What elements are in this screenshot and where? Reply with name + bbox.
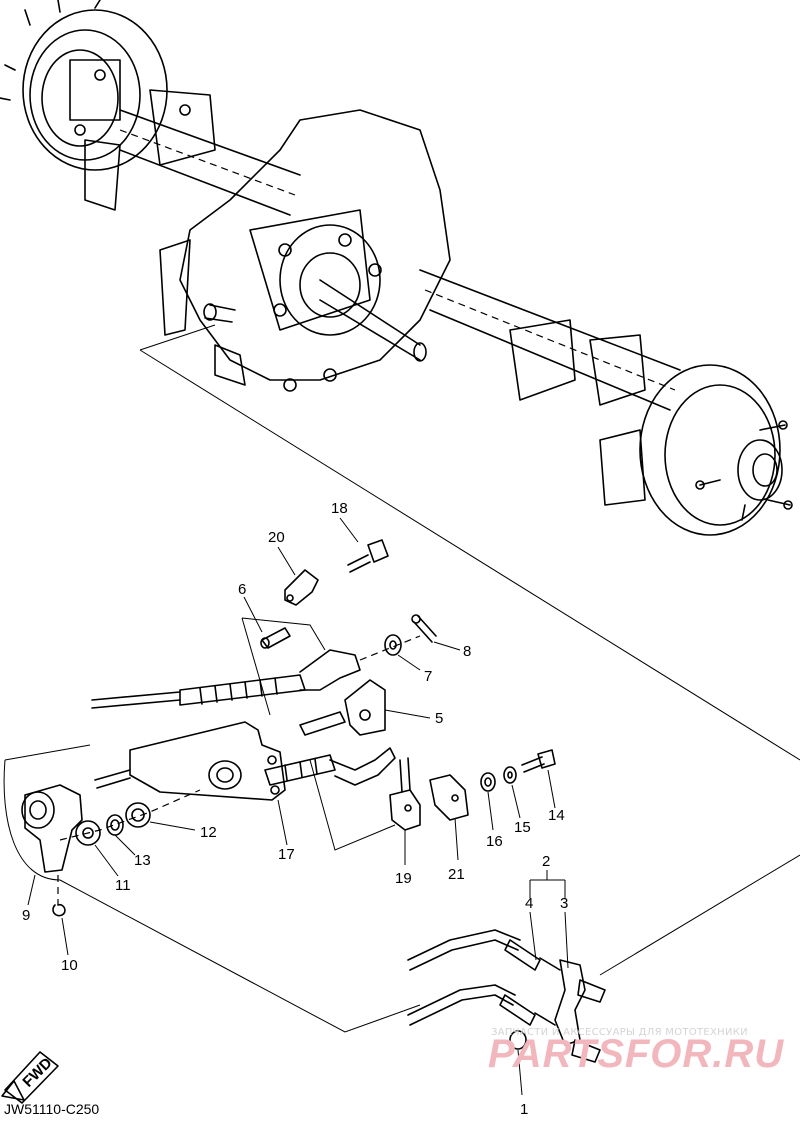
callout-2: 2	[542, 853, 550, 870]
callout-16: 16	[486, 833, 503, 850]
part-11-washer	[75, 820, 101, 846]
callout-18: 18	[331, 500, 348, 517]
callout-4: 4	[525, 895, 533, 912]
callout-6: 6	[238, 581, 246, 598]
callout-14: 14	[548, 807, 565, 824]
callout-12: 12	[200, 824, 217, 841]
watermark-brand-logo: PARTSFOR.RU	[488, 1032, 785, 1076]
frame-lines	[3, 324, 800, 1033]
callout-21: 21	[448, 866, 465, 883]
lower-brake-cable	[264, 747, 396, 786]
callout-5: 5	[435, 710, 443, 727]
callout-3: 3	[560, 895, 568, 912]
part-6-pin	[260, 627, 291, 649]
part-12-washer	[125, 802, 151, 828]
rear-axle-assembly	[0, 0, 793, 536]
callout-17: 17	[278, 846, 295, 863]
upper-brake-cable	[91, 649, 361, 709]
part-20-clevis	[284, 569, 319, 606]
callout-11: 11	[115, 877, 131, 894]
callout-1: 1	[520, 1101, 528, 1118]
leader-lines	[27, 517, 569, 1096]
fwd-arrow-icon: FWD	[1, 1051, 59, 1104]
differential-housing	[159, 109, 451, 392]
part-18-bolt	[347, 539, 389, 573]
callout-20: 20	[268, 529, 285, 546]
part-8-cotter-pin	[411, 614, 437, 643]
cable-assembly	[407, 929, 606, 1063]
part-17-bracket	[94, 721, 286, 801]
part-16-washer	[480, 772, 496, 792]
part-13-ring	[106, 814, 124, 836]
part-21-spacer	[429, 774, 469, 821]
callout-7: 7	[424, 668, 432, 685]
part-19-bracket	[389, 757, 421, 831]
part-15-washer	[503, 766, 517, 784]
watermark-tagline: ЗАПЧАСТИ И АКСЕССУАРЫ ДЛЯ МОТОТЕХНИКИ	[491, 1027, 748, 1038]
callout-9: 9	[22, 907, 30, 924]
diagram-code: JW51110-C250	[4, 1101, 100, 1117]
callout-19: 19	[395, 870, 412, 887]
callout-8: 8	[463, 643, 471, 660]
callout-15: 15	[514, 819, 531, 836]
part-14-bolt	[521, 749, 556, 773]
right-brake-drum	[639, 364, 793, 536]
left-brake-drum	[0, 0, 168, 171]
part-9-brake-arm	[21, 784, 83, 873]
part-5-lever-plate	[299, 679, 386, 736]
callout-10: 10	[61, 957, 78, 974]
callout-numbers: 1 2 3 4 5 6 7 8 9 10 11 12 13 14 15 16 1…	[22, 500, 568, 1118]
callout-13: 13	[134, 852, 151, 869]
part-10-clip	[52, 875, 66, 917]
